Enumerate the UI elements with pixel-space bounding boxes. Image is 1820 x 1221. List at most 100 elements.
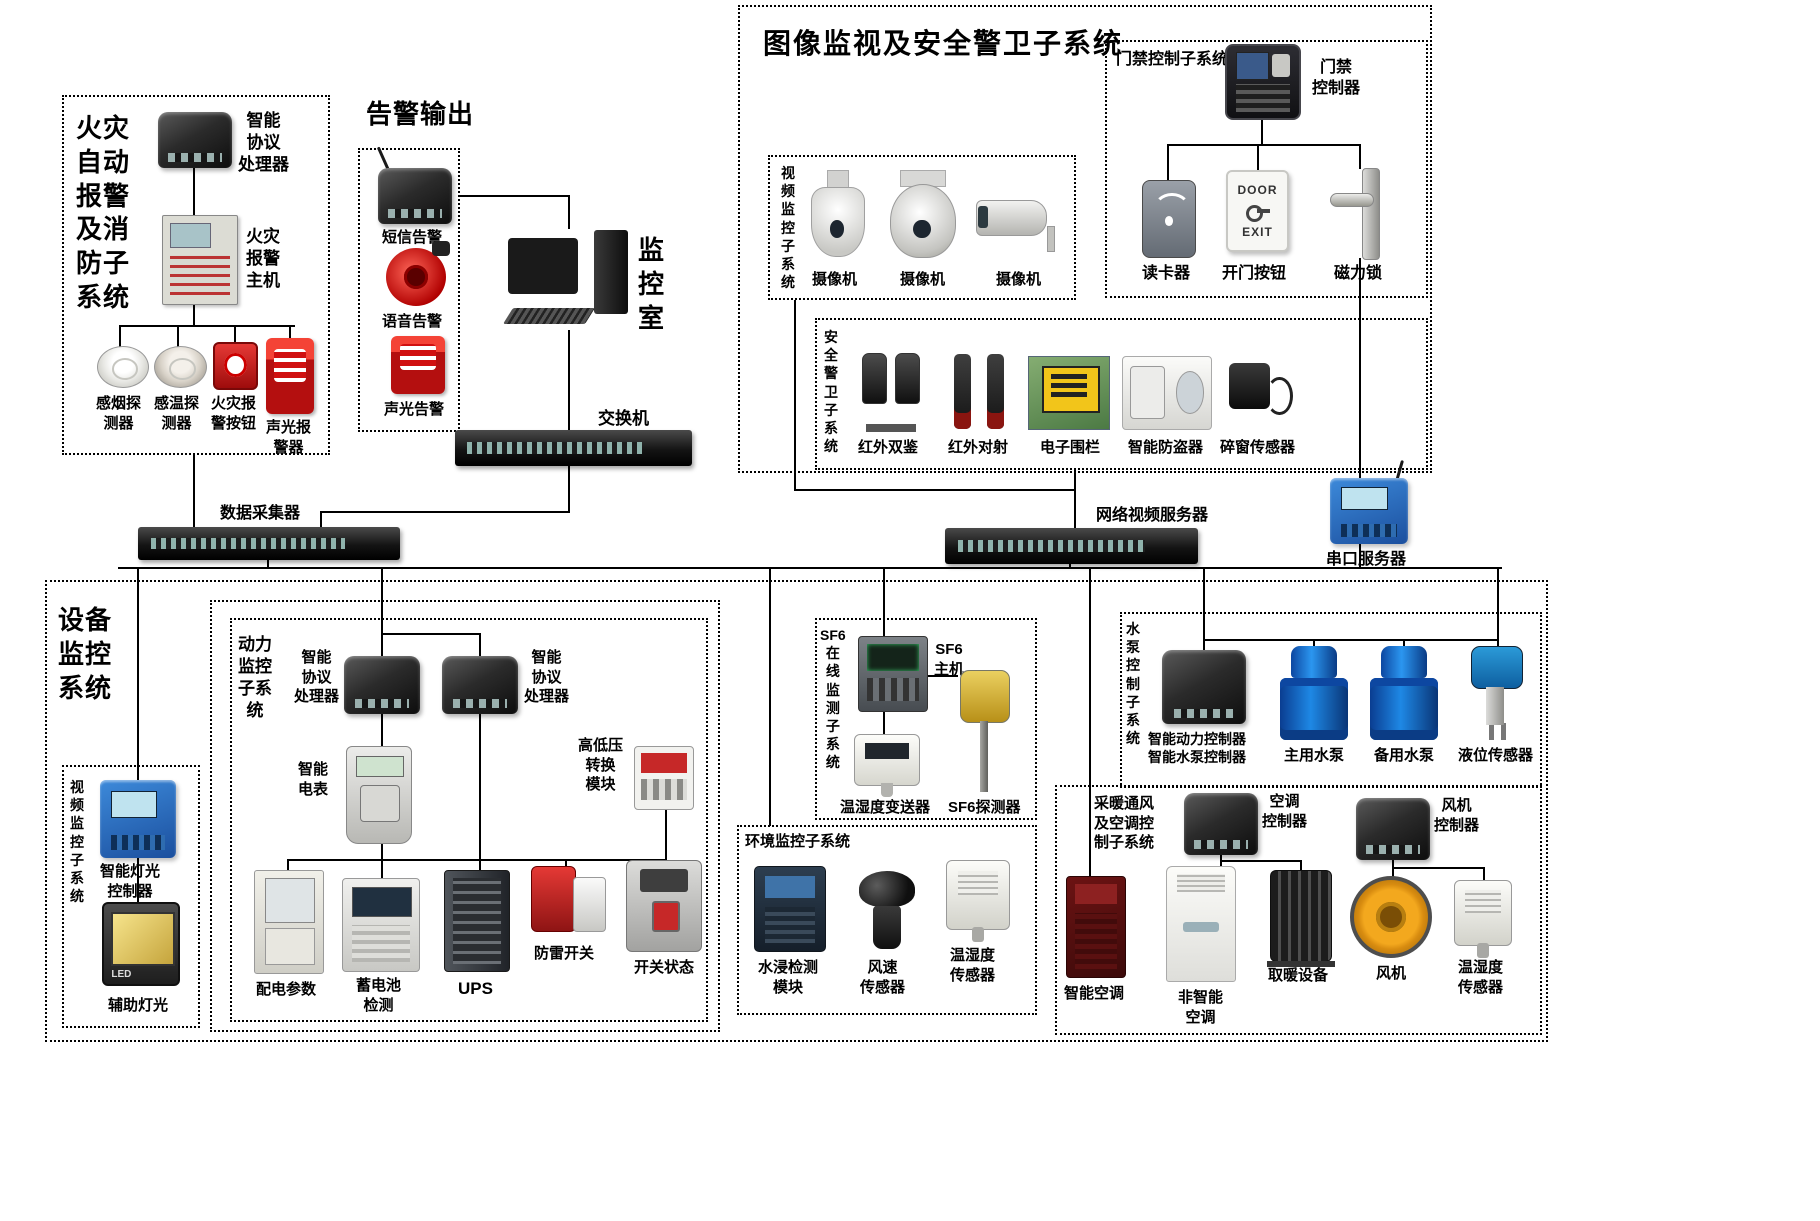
- ethernet-switch-device: [455, 430, 692, 466]
- connector-line: [1261, 120, 1263, 146]
- environment-monitoring-box: [737, 825, 1037, 1015]
- hvac-sub-title: 采暖通风 及空调控 制子系统: [1094, 795, 1155, 851]
- monitoring-computer: [503, 228, 632, 328]
- magnetic-lock-device: [1330, 168, 1388, 260]
- fan-label: 风机: [1376, 965, 1407, 982]
- connector-line: [287, 859, 667, 861]
- ptz-camera-device: [886, 170, 958, 262]
- sf6-monitoring-box: [815, 618, 1037, 820]
- led-text: LED: [111, 969, 132, 980]
- connector-line: [177, 325, 179, 348]
- hvac-th-sensor-label: 温湿度 传感器: [1458, 959, 1504, 996]
- connector-line: [1257, 144, 1259, 171]
- door-open-button-label: 开门按钮: [1222, 265, 1287, 282]
- magnetic-lock-label: 磁力锁: [1334, 265, 1383, 282]
- equipment-monitoring-box: [45, 580, 1548, 1042]
- connector-line: [289, 325, 291, 340]
- sf6-host-label: SF6 主机: [934, 641, 965, 678]
- sf6-detector-label: SF6探测器: [948, 799, 1021, 816]
- battery-tester-device: [342, 878, 420, 972]
- surveillance-system-title: 图像监视及安全警卫子系统: [763, 28, 1124, 59]
- ups-device: [444, 870, 510, 972]
- pump-sub-title: 水 泵 控 制 子 系 统: [1126, 621, 1140, 747]
- video-sub-box: [62, 765, 200, 1028]
- data-collector-device: [138, 527, 400, 560]
- ac-controller-label: 空调 控制器: [1262, 793, 1308, 830]
- connector-line: [794, 489, 1076, 491]
- dome-camera-device: [806, 170, 868, 262]
- water-leak-module-device: [754, 866, 826, 952]
- bullet-camera-device: [976, 188, 1062, 252]
- fire-alarm-button-label: 火灾报 警按钮: [211, 395, 257, 432]
- battery-test-label: 蓄电池 检测: [356, 977, 402, 1014]
- surge-protector-label: 防雷开关: [534, 945, 595, 962]
- exit-word: EXIT: [1242, 224, 1273, 239]
- card-reader-label: 读卡器: [1142, 265, 1191, 282]
- heat-detector-device: [154, 346, 207, 388]
- connector-line: [320, 511, 570, 513]
- connector-line: [119, 325, 121, 348]
- power-processor-1-label: 智能 协议 处理器: [294, 649, 340, 705]
- ups-label: UPS: [458, 979, 493, 998]
- aux-light-label: 辅助灯光: [108, 997, 169, 1014]
- heat-detector-label: 感温探 测器: [154, 395, 200, 432]
- fire-protocol-processor-device: [158, 112, 232, 168]
- equipment-system-title: 设备 监控 系统: [58, 605, 113, 703]
- connector-line: [1167, 144, 1361, 146]
- glass-break-sensor-device: [1220, 356, 1294, 430]
- connector-line: [568, 330, 570, 430]
- pump-control-box: [1120, 612, 1542, 788]
- connector-line: [1313, 639, 1315, 647]
- glass-break-label: 碎窗传感器: [1220, 439, 1296, 456]
- access-control-title: 门禁控制子系统: [1116, 51, 1229, 68]
- anti-theft-label: 智能防盗器: [1128, 439, 1204, 456]
- heater-device: [1267, 870, 1335, 967]
- connector-line: [137, 858, 139, 903]
- power-monitoring-outer-box: [210, 600, 720, 1032]
- backup-pump-device: [1370, 646, 1438, 740]
- alarm-output-box: [358, 148, 460, 432]
- connector-line: [137, 567, 139, 782]
- stand-icon: [866, 423, 916, 432]
- connector-line: [1392, 867, 1484, 869]
- connector-line: [460, 195, 570, 197]
- ir-dual-label: 红外双鉴: [858, 439, 919, 456]
- sms-alarm-label: 短信告警: [382, 229, 443, 246]
- sound-light-alarm-label: 声光告警: [384, 401, 445, 418]
- connector-line: [479, 633, 481, 657]
- connector-line: [193, 167, 195, 218]
- connector-line: [1359, 544, 1361, 568]
- connector-line: [287, 859, 289, 871]
- level-sensor-label: 液位传感器: [1458, 747, 1534, 764]
- security-guard-box: [815, 318, 1428, 470]
- electronic-fence-label: 电子围栏: [1040, 439, 1101, 456]
- connector-line: [320, 511, 322, 528]
- power-monitoring-inner-box: [230, 618, 708, 1022]
- camera-lens-icon: [913, 219, 931, 239]
- power-processor-2-label: 智能 协议 处理器: [524, 649, 570, 705]
- fire-strobe-label: 声光报 警器: [266, 419, 312, 456]
- camera-label-1: 摄像机: [812, 271, 858, 288]
- connector-line: [119, 325, 295, 327]
- connector-line: [883, 712, 885, 735]
- video-surveillance-box: [768, 155, 1076, 300]
- distribution-params-label: 配电参数: [256, 981, 317, 998]
- smoke-detector-label: 感烟探 测器: [96, 395, 142, 432]
- connector-line: [479, 714, 481, 871]
- connector-line: [1403, 639, 1405, 647]
- connector-line: [1300, 860, 1302, 871]
- hv-lv-module-label: 高低压 转换 模块: [578, 737, 624, 793]
- connector-line: [928, 675, 958, 677]
- camera-bracket-icon: [1046, 226, 1056, 252]
- th-transmitter-label: 温湿度变送器: [840, 799, 931, 816]
- connector-line: [1497, 639, 1499, 647]
- voice-alarm-label: 语音告警: [382, 313, 443, 330]
- monitor-room-label: 监 控 室: [638, 235, 666, 333]
- connector-line: [381, 844, 383, 879]
- connector-line: [193, 303, 195, 327]
- smoke-detector-device: [97, 346, 149, 388]
- card-reader-device: [1142, 180, 1196, 258]
- connector-line: [883, 567, 885, 637]
- fire-alarm-host-label: 火灾 报警 主机: [246, 227, 280, 291]
- light-controller-label: 智能灯光 控制器: [100, 863, 161, 900]
